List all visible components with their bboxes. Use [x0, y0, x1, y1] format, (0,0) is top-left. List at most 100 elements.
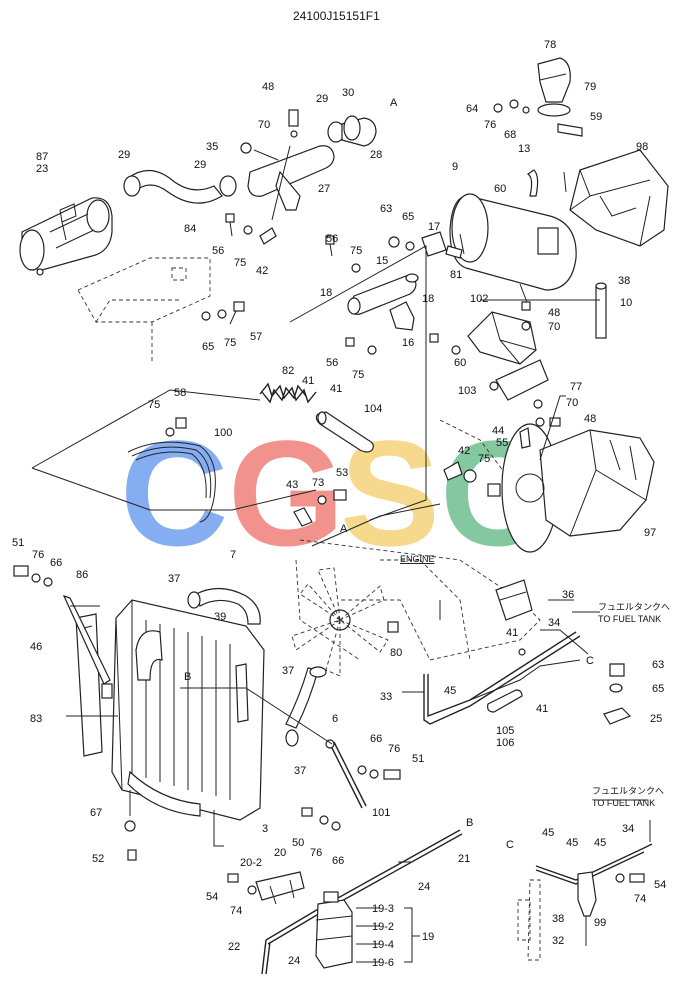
- part-label: 75: [350, 245, 362, 257]
- fuel-line-lower-right: [517, 820, 653, 961]
- part-label: 70: [548, 321, 560, 333]
- part-label: 10: [620, 297, 632, 309]
- part-label: 48: [548, 307, 560, 319]
- part-label: 102: [470, 293, 488, 305]
- fuel-tank-jp-upper: フュエルタンクへ: [598, 602, 670, 612]
- part-label: 83: [30, 713, 42, 725]
- fuel-tank-en-lower: TO FUEL TANK: [592, 798, 655, 808]
- part-label: 34: [622, 823, 634, 835]
- part-label: 34: [548, 617, 560, 629]
- part-label: 57: [250, 331, 262, 343]
- part-label: 9: [452, 161, 458, 173]
- side-plate-46: [62, 594, 113, 757]
- part-label: 76: [310, 847, 322, 859]
- part-labels: 78 79 64 76 68 59 48 70 35 29 30 28 27 8…: [12, 39, 666, 969]
- part-label: 18: [422, 293, 434, 305]
- callout-a-top: A: [390, 97, 398, 109]
- part-label: 106: [496, 737, 514, 749]
- part-label: 42: [458, 445, 470, 457]
- part-label: 48: [262, 81, 274, 93]
- connector-pipe-15: [325, 231, 463, 355]
- rain-cap: [493, 57, 583, 137]
- part-label: 64: [466, 103, 478, 115]
- air-cleaner: [19, 197, 113, 276]
- part-label: 77: [570, 381, 582, 393]
- part-label: 66: [50, 557, 62, 569]
- part-label: 37: [282, 665, 294, 677]
- part-label: 98: [636, 141, 648, 153]
- part-label: 24: [288, 955, 300, 967]
- part-label: 99: [594, 917, 606, 929]
- part-label: 101: [372, 807, 390, 819]
- cooling-fan: [291, 567, 389, 677]
- part-label: 45: [444, 685, 456, 697]
- part-label: 76: [388, 743, 400, 755]
- reserve-tank: [315, 891, 353, 969]
- callouts: A A B B C C ENGINE フュエルタンクへ TO FUEL TANK…: [184, 97, 670, 851]
- part-label: 53: [336, 467, 348, 479]
- part-label: 21: [458, 853, 470, 865]
- part-label: 55: [496, 437, 508, 449]
- part-label: 39: [214, 611, 226, 623]
- part-label: 41: [302, 375, 314, 387]
- part-label: 20: [274, 847, 286, 859]
- part-label: 45: [542, 827, 554, 839]
- part-label: 38: [552, 913, 564, 925]
- part-label: 19-4: [372, 939, 394, 951]
- part-label: 33: [380, 691, 392, 703]
- part-label: 70: [566, 397, 578, 409]
- part-label: 19-2: [372, 921, 394, 933]
- part-label: 50: [292, 837, 304, 849]
- part-label: 19-6: [372, 957, 394, 969]
- clip-parts-c: [603, 663, 632, 725]
- part-label: 80: [390, 647, 402, 659]
- part-label: 97: [644, 527, 656, 539]
- part-label: 16: [402, 337, 414, 349]
- part-label: 7: [230, 549, 236, 561]
- bolts-43-73-53: [293, 489, 347, 527]
- part-label: 81: [450, 269, 462, 281]
- part-label: 63: [380, 203, 392, 215]
- part-label: 75: [148, 399, 160, 411]
- part-label: 75: [234, 257, 246, 269]
- part-label: 43: [286, 479, 298, 491]
- transmission: [443, 423, 655, 553]
- part-label: 66: [370, 733, 382, 745]
- part-label: 73: [312, 477, 324, 489]
- part-label: 17: [428, 221, 440, 233]
- part-label: 58: [174, 387, 186, 399]
- part-label: 41: [330, 383, 342, 395]
- stay-rod-101: [325, 739, 367, 809]
- part-label: 23: [36, 163, 48, 175]
- part-label: 79: [584, 81, 596, 93]
- fuel-lines-upper: [423, 631, 581, 725]
- part-label: 67: [90, 807, 102, 819]
- part-label: 36: [562, 589, 574, 601]
- part-label: 15: [376, 255, 388, 267]
- muffler: [449, 169, 577, 311]
- part-label: 35: [206, 141, 218, 153]
- part-label: 38: [618, 275, 630, 287]
- watermark-letter-1: C: [120, 409, 228, 577]
- part-label: 82: [282, 365, 294, 377]
- part-label: 29: [194, 159, 206, 171]
- bracket-36: [495, 579, 533, 621]
- air-cleaner-bracket: [77, 257, 211, 362]
- part-label: 22: [228, 941, 240, 953]
- part-label: 18: [320, 287, 332, 299]
- part-label: 29: [118, 149, 130, 161]
- part-label: 51: [412, 753, 424, 765]
- part-label: 75: [224, 337, 236, 349]
- part-label: 60: [454, 357, 466, 369]
- part-label: 3: [262, 823, 268, 835]
- part-label: 65: [202, 341, 214, 353]
- part-label: 59: [590, 111, 602, 123]
- part-label: 60: [494, 183, 506, 195]
- part-label: 37: [294, 765, 306, 777]
- part-label: 86: [76, 569, 88, 581]
- part-label: 30: [342, 87, 354, 99]
- callout-c-mid: C: [586, 655, 594, 667]
- part-label: 76: [32, 549, 44, 561]
- bolts-stay: [13, 565, 401, 861]
- part-label: 24: [418, 881, 430, 893]
